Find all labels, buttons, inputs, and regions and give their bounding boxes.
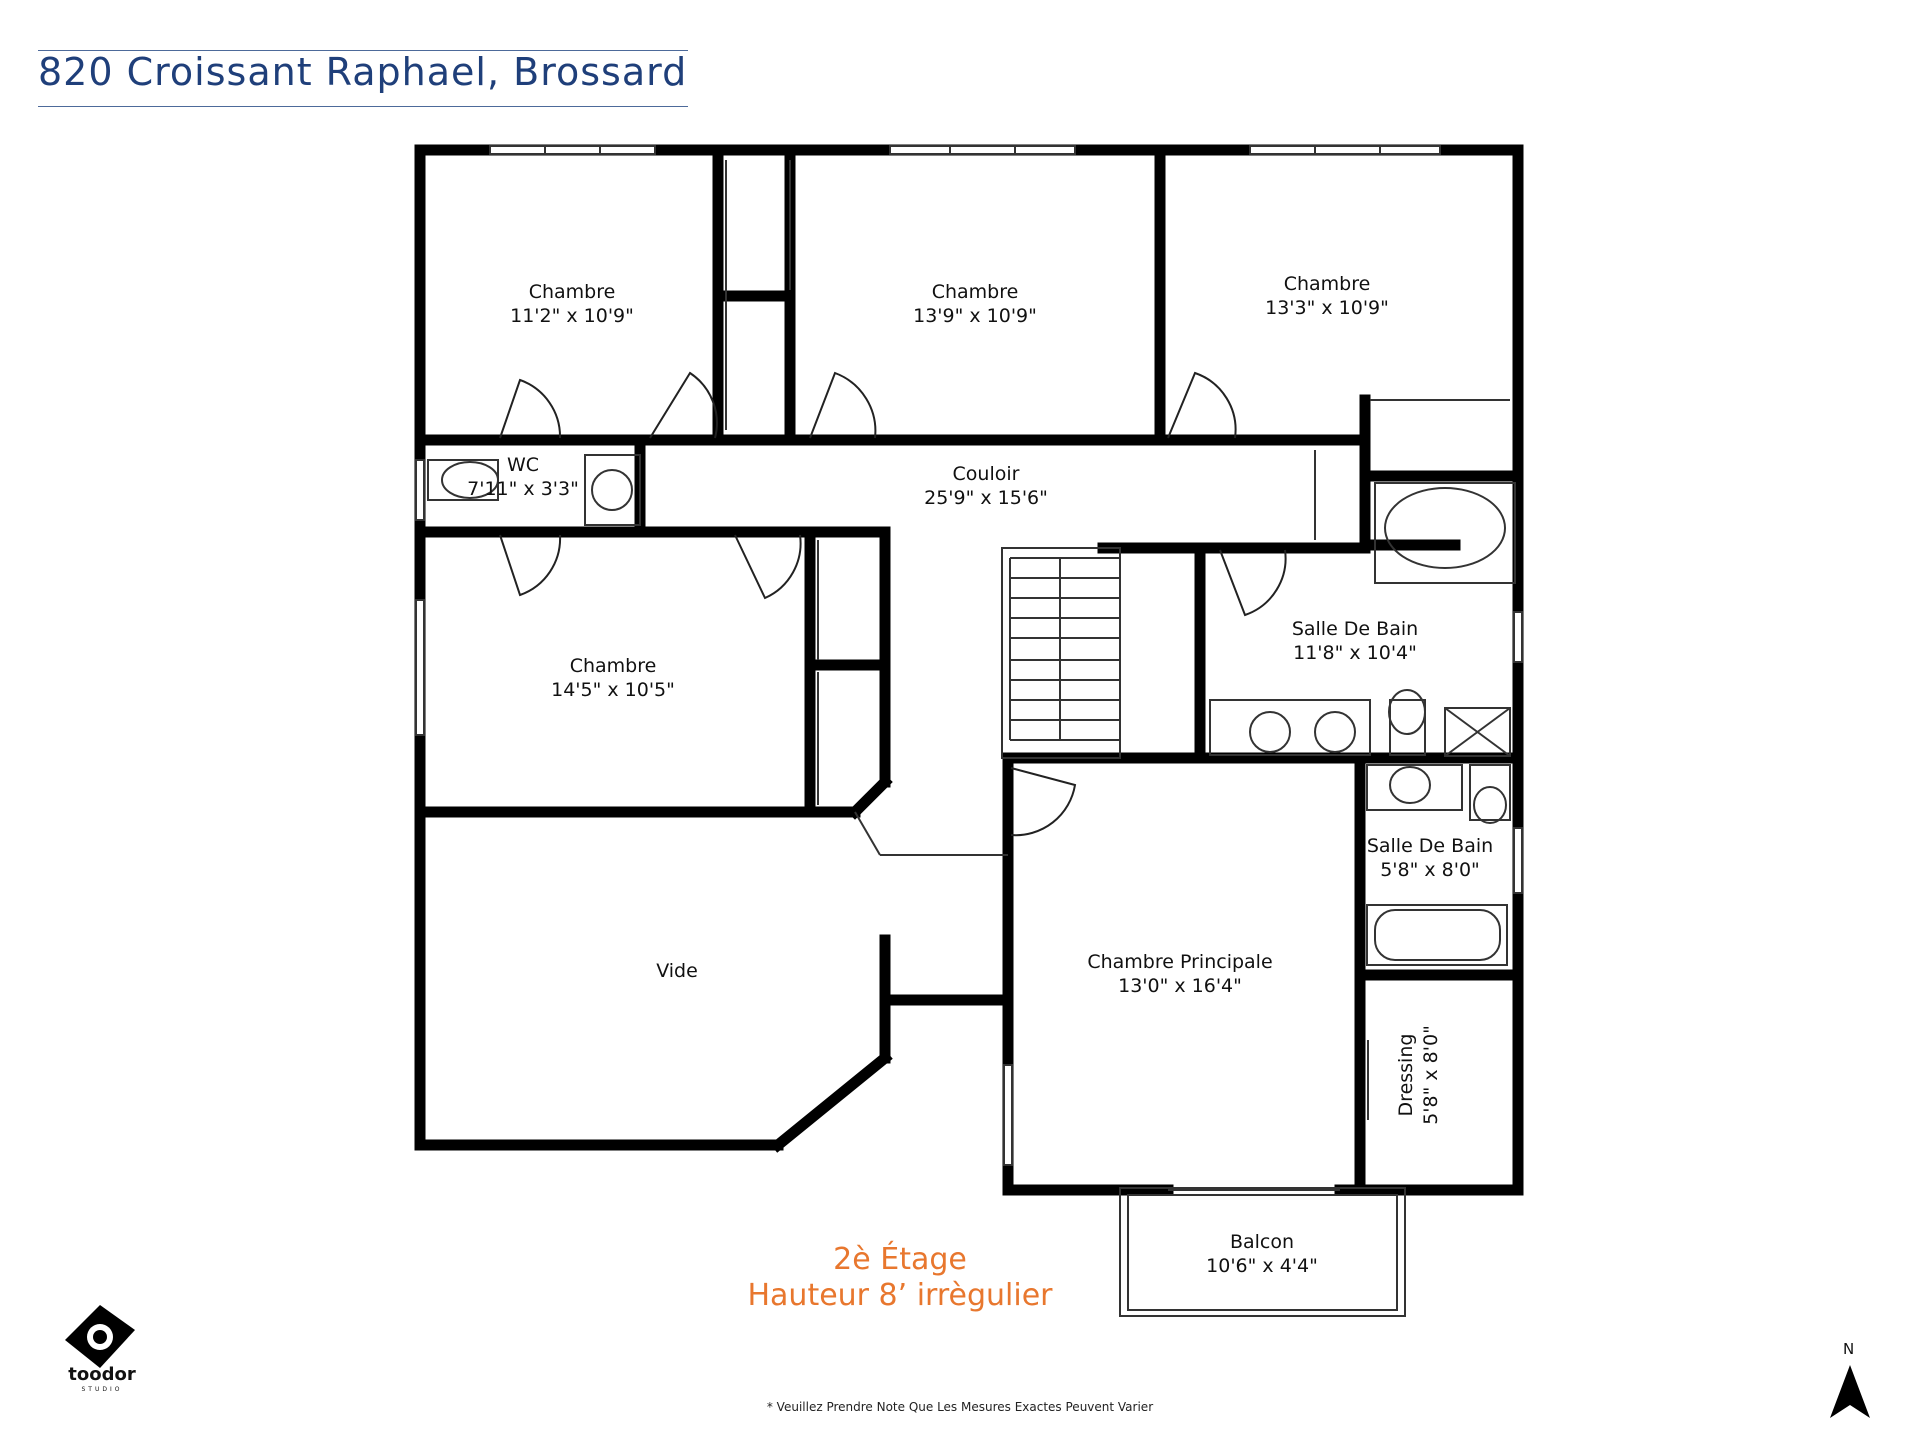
couloir-name: Couloir — [953, 463, 1020, 485]
wc-dims: 7'11" x 3'3" — [467, 478, 579, 500]
balcon-name: Balcon — [1230, 1231, 1294, 1253]
couloir-dims: 25'9" x 15'6" — [924, 487, 1048, 509]
chambre-1-name: Chambre — [529, 281, 616, 303]
north-label: N — [1843, 1340, 1855, 1358]
balcon-dims: 10'6" x 4'4" — [1206, 1255, 1318, 1277]
brand-name: toodor — [68, 1364, 136, 1385]
north-arrow-icon — [1830, 1365, 1870, 1418]
salle-bain-2-dims: 5'8" x 8'0" — [1380, 859, 1480, 881]
header-rule-top — [38, 50, 688, 51]
room-labels: Chambre 11'2" x 10'9" Chambre 13'9" x 10… — [467, 273, 1493, 1277]
door-swings — [499, 371, 1287, 837]
floor-height: Hauteur 8’ irrègulier — [747, 1278, 1053, 1313]
chambre-4-name: Chambre — [570, 655, 657, 677]
brand-tagline: STUDIO — [81, 1386, 123, 1393]
dressing-name: Dressing — [1395, 1034, 1417, 1117]
brand-logo-icon — [65, 1305, 135, 1368]
header-rule-bottom — [38, 106, 688, 107]
thin-details — [415, 145, 1523, 1317]
dressing-dims: 5'8" x 8'0" — [1420, 1025, 1442, 1125]
floor-level: 2è Étage — [833, 1242, 967, 1277]
chambre-2-name: Chambre — [932, 281, 1019, 303]
chambre-3-dims: 13'3" x 10'9" — [1265, 297, 1389, 319]
chambre-principale-dims: 13'0" x 16'4" — [1118, 975, 1242, 997]
salle-bain-1-name: Salle De Bain — [1292, 618, 1418, 640]
chambre-4-dims: 14'5" x 10'5" — [551, 679, 675, 701]
chambre-2-dims: 13'9" x 10'9" — [913, 305, 1037, 327]
chambre-principale-name: Chambre Principale — [1087, 951, 1272, 973]
chambre-1-dims: 11'2" x 10'9" — [510, 305, 634, 327]
wc-name: WC — [507, 454, 539, 476]
disclaimer: * Veuillez Prendre Note Que Les Mesures … — [766, 1400, 1154, 1414]
chambre-3-name: Chambre — [1284, 273, 1371, 295]
salle-bain-2-name: Salle De Bain — [1367, 835, 1493, 857]
salle-bain-1-dims: 11'8" x 10'4" — [1293, 642, 1417, 664]
property-address: 820 Croissant Raphael, Brossard — [38, 50, 688, 94]
vide-name: Vide — [656, 960, 698, 982]
